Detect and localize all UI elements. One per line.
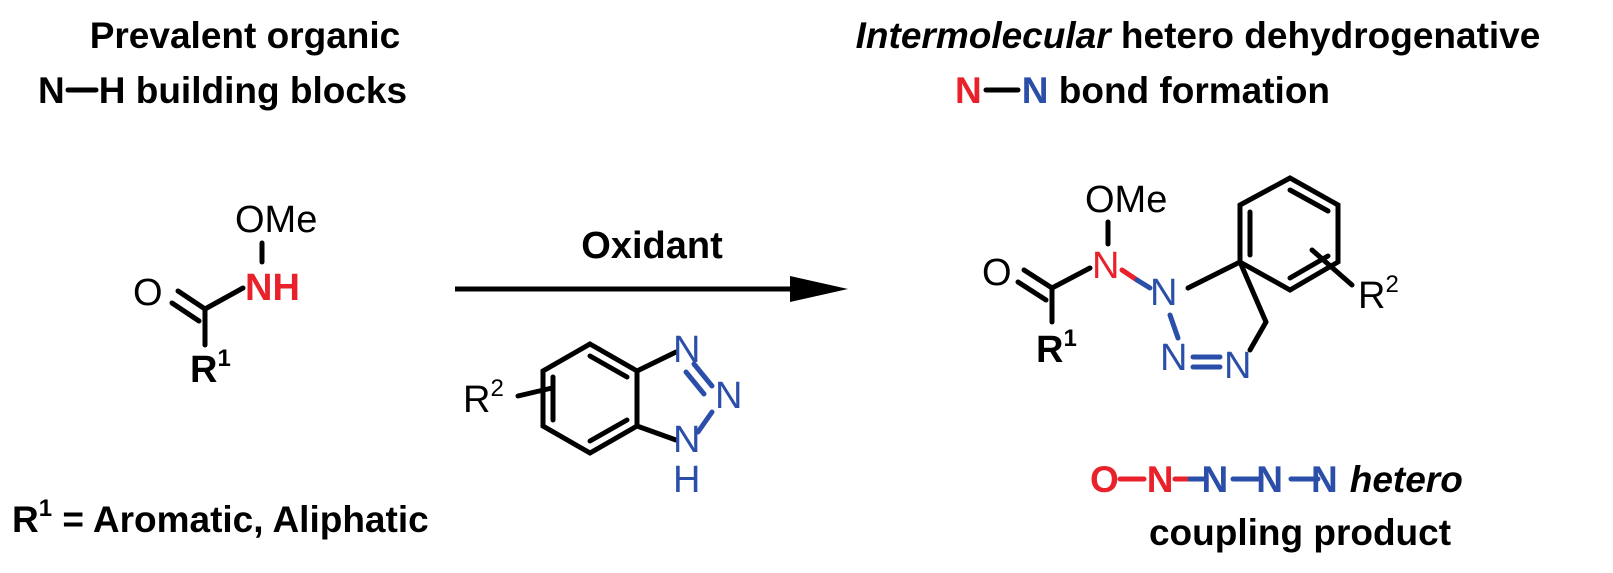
- product-r2-wavy-bond: [1309, 247, 1355, 288]
- benzene-inner-bond-1: [587, 353, 630, 380]
- r-superscript: 2: [490, 375, 503, 402]
- c-o-double-bond-1: [175, 288, 208, 312]
- reactant-nh-label: NH: [245, 267, 300, 309]
- product-n-c-bond: [1049, 265, 1093, 291]
- r-letter: R: [463, 379, 490, 421]
- reactant-r1-label: R1: [190, 345, 231, 391]
- n2-n3-bond: [695, 409, 715, 435]
- product-carbonyl-o: O: [982, 252, 1012, 294]
- n-n-bond-blue-half: [1134, 277, 1153, 291]
- nh-building-blocks-text: H building blocks: [99, 70, 407, 111]
- product-ome-label: OMe: [1085, 179, 1167, 221]
- product-r1-label: R1: [1036, 325, 1077, 371]
- product-benzene-inner-2: [1287, 187, 1331, 214]
- c-n3-bond: [634, 423, 679, 443]
- r-letter: R: [1358, 275, 1385, 317]
- r2-wavy-bond: [515, 385, 555, 399]
- n1-n2-double-bond-2: [683, 369, 707, 397]
- n1-n2-double-bond-1: [691, 361, 715, 389]
- product-n-label: N: [1092, 245, 1119, 287]
- nn-red-n: N: [955, 70, 982, 111]
- right-header-line1: Intermolecular hetero dehydrogenative: [856, 15, 1541, 56]
- reagent-n1-label: N: [673, 329, 700, 371]
- benzene-inner-bond-3: [587, 417, 630, 444]
- product-triazole-n2: N: [1160, 337, 1187, 379]
- bond-formation-text: bond formation: [1048, 70, 1330, 111]
- hetero-text: hetero: [1350, 459, 1463, 500]
- product-triazole-n3: N: [1224, 345, 1251, 387]
- r-superscript: 1: [217, 345, 230, 372]
- reaction-arrow: Oxidant: [455, 225, 848, 302]
- product-c-o-double-1: [1021, 267, 1055, 291]
- footer-left-text: R1 = Aromatic, Aliphatic: [12, 495, 429, 540]
- left-header-line2: N H building blocks: [38, 70, 407, 111]
- aromatic-aliphatic-text: = Aromatic, Aliphatic: [52, 499, 429, 540]
- r-superscript: 1: [39, 495, 52, 522]
- r-letter: R: [190, 349, 217, 391]
- oxidant-label: Oxidant: [581, 225, 723, 267]
- arrow-head: [790, 276, 848, 302]
- intermolecular-text: Intermolecular: [856, 15, 1114, 56]
- reagent-n2-label: N: [715, 375, 742, 417]
- reagent-nh-n-label: N: [673, 419, 700, 461]
- left-header: Prevalent organic N H building blocks: [38, 15, 407, 111]
- benzene-ring: [540, 341, 640, 456]
- product-c-o-double-2: [1015, 279, 1049, 303]
- reactant-amide: OMe NH O R1: [133, 199, 317, 391]
- footer-left: R1 = Aromatic, Aliphatic: [12, 495, 429, 540]
- r-superscript: 2: [1385, 271, 1398, 298]
- chain-o: O: [1090, 459, 1119, 500]
- chain-n1: N: [1147, 459, 1174, 500]
- coupling-product-text: coupling product: [1149, 512, 1451, 553]
- hetero-dehydrogenative-text: hetero dehydrogenative: [1111, 15, 1541, 56]
- c-n1-bond: [634, 349, 679, 374]
- product-triazole-n1: N: [1150, 272, 1177, 314]
- n-c-bond: [202, 285, 246, 312]
- reagent-benzotriazole: N N N H R2: [463, 329, 742, 501]
- product-molecule: OMe N O R1 N N N R2: [982, 175, 1399, 387]
- reagent-nh-h-label: H: [673, 459, 700, 501]
- reactant-carbonyl-o: O: [133, 272, 163, 314]
- nh-n-letter: N: [38, 70, 65, 111]
- product-benzene-ring: [1237, 175, 1341, 293]
- tri-n1-c-bond: [1185, 259, 1243, 291]
- c-o-double-bond-2: [169, 300, 202, 324]
- product-r2-label: R2: [1358, 271, 1399, 317]
- r-superscript: 1: [1063, 325, 1076, 352]
- tri-n3-c-bond: [1247, 319, 1269, 353]
- r-letter: R: [1036, 329, 1063, 371]
- reactant-ome-label: OMe: [235, 199, 317, 241]
- chain-n2: N: [1202, 459, 1229, 500]
- reagent-r2-label: R2: [463, 375, 504, 421]
- left-header-line1: Prevalent organic: [90, 15, 401, 56]
- tri-n1-n2-bond: [1167, 312, 1181, 341]
- fused-bond: [1237, 259, 1269, 325]
- r-letter: R: [12, 499, 39, 540]
- nn-blue-n: N: [1022, 70, 1049, 111]
- n-n-bond-red-half: [1119, 267, 1140, 283]
